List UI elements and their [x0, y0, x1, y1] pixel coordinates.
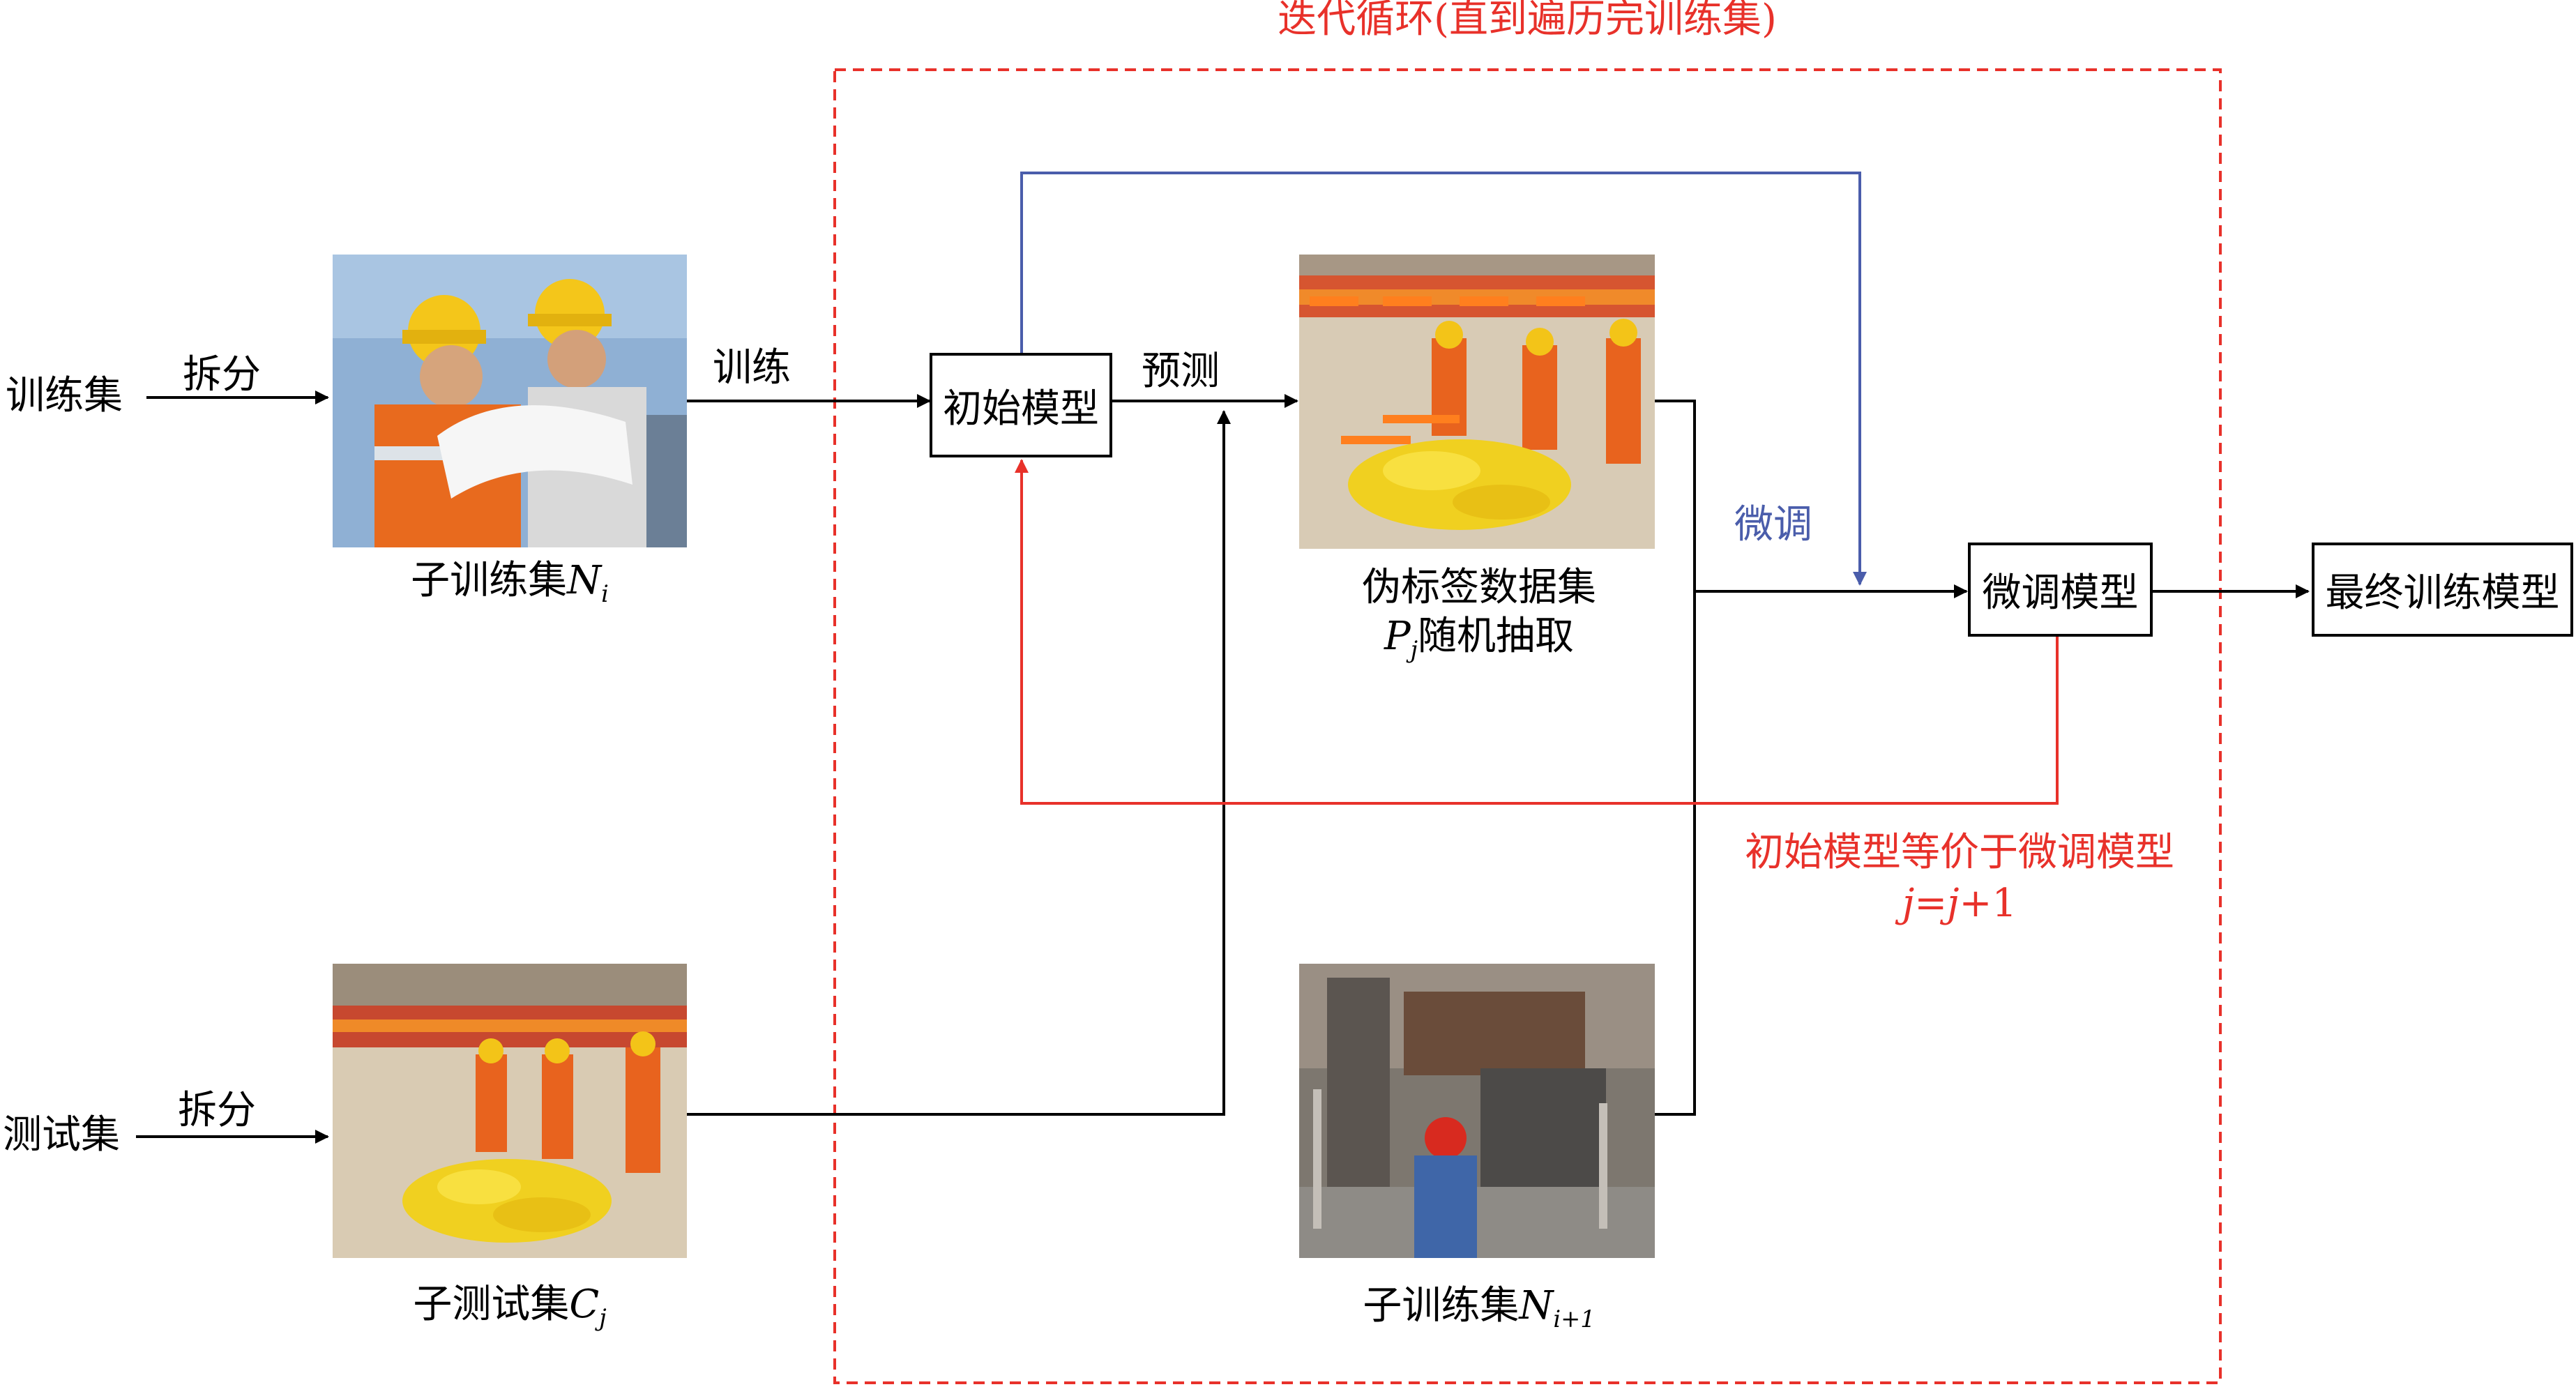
caption-sub-test-j: 子测试集Cj — [413, 1282, 607, 1332]
worker-site-photo — [1299, 964, 1655, 1258]
arrow-feedback-red — [1015, 459, 2059, 805]
edge-label-finetune: 微调 — [1734, 502, 1812, 547]
node-finetune-model: 微调模型 — [1968, 543, 2153, 637]
construction-site-photo — [333, 964, 687, 1258]
caption-sub-train-i: 子训练集Ni — [411, 558, 609, 608]
helmet-workers-photo — [333, 255, 687, 547]
caption-pseudo-label-line1: 伪标签数据集 — [1362, 565, 1596, 610]
pseudo-label-photo — [1299, 255, 1655, 549]
edge-label-split-test: 拆分 — [178, 1088, 256, 1133]
edge-label-predict: 预测 — [1142, 349, 1220, 394]
edge-label-split-train: 拆分 — [183, 352, 261, 397]
arrow-finetune-blue — [1020, 172, 1867, 586]
edge-label-train: 训练 — [713, 345, 791, 391]
caption-sub-train-next: 子训练集Ni+1 — [1363, 1283, 1596, 1333]
input-train-set: 训练集 — [6, 373, 123, 418]
arrow-test-to-predict — [687, 410, 1231, 1116]
node-init-model: 初始模型 — [930, 353, 1112, 457]
feedback-label-line2: j=j+1 — [1902, 881, 2017, 926]
loop-title: 迭代循环(直到遍历完训练集) — [1278, 0, 1777, 42]
feedback-label-line1: 初始模型等价于微调模型 — [1745, 830, 2174, 875]
node-final-model: 最终训练模型 — [2312, 543, 2573, 637]
connector-pseudo-bracket — [1655, 400, 1696, 1116]
loop-frame — [833, 68, 2222, 1384]
input-test-set: 测试集 — [3, 1112, 120, 1158]
caption-pseudo-label-line2: Pj随机抽取 — [1384, 614, 1575, 664]
